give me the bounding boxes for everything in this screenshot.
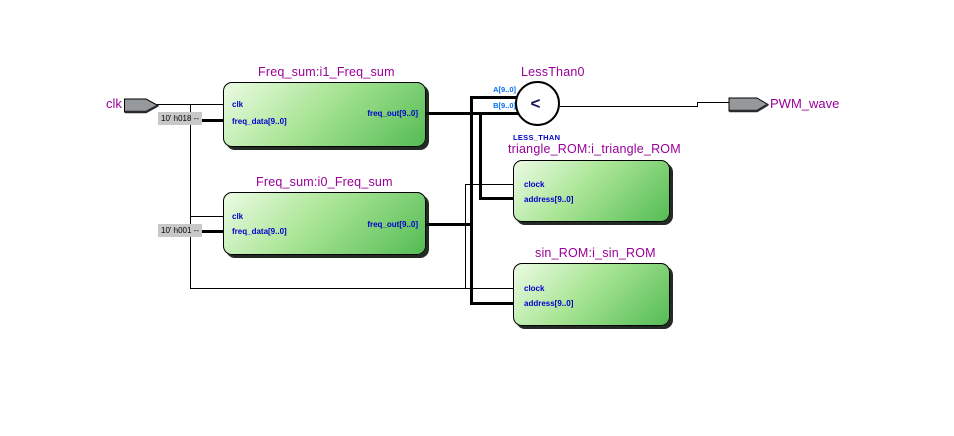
i0-freq-sum-title: Freq_sum:i0_Freq_sum — [256, 175, 393, 189]
less-than-comparator[interactable]: < — [515, 81, 560, 126]
wire-comparator-out-jog[interactable] — [697, 102, 698, 107]
constant-h001[interactable]: 10' h001 -- — [158, 224, 202, 237]
i1-freq-sum-title: Freq_sum:i1_Freq_sum — [258, 65, 395, 79]
clk-pin-label: clk — [106, 96, 122, 111]
wire-clk-vertical[interactable] — [190, 104, 191, 288]
wire-const-h018[interactable] — [202, 119, 224, 122]
wire-to-pwm-pin[interactable] — [697, 102, 730, 103]
i1-freq-sum-block[interactable]: clk freq_data[9..0] freq_out[9..0] — [223, 82, 426, 147]
triangle-rom-title: triangle_ROM:i_triangle_ROM — [508, 142, 681, 156]
wire-clk-to-i0[interactable] — [190, 216, 223, 217]
wire-to-triangle-address[interactable] — [479, 197, 514, 200]
i1-port-clk: clk — [232, 100, 244, 109]
wire-comparator-out[interactable] — [560, 106, 697, 107]
i1-port-freq-data: freq_data[9..0] — [232, 117, 287, 126]
i0-freq-sum-block[interactable]: clk freq_data[9..0] freq_out[9..0] — [223, 192, 426, 255]
triangle-rom-block[interactable]: clock address[9..0] — [513, 160, 670, 222]
wire-clk-branch-vertical[interactable] — [465, 184, 466, 288]
wire-clk-to-triangle-clock[interactable] — [465, 184, 513, 185]
wire-i0-freqout[interactable] — [426, 223, 473, 226]
less-than-icon: < — [530, 94, 541, 113]
sin-port-address: address[9..0] — [524, 299, 574, 308]
sin-rom-title: sin_ROM:i_sin_ROM — [535, 246, 656, 260]
wire-to-sin-address[interactable] — [470, 302, 514, 305]
i0-port-freq-out: freq_out[9..0] — [367, 220, 418, 229]
comparator-port-a: A[9..0] — [493, 85, 516, 94]
i0-port-clk: clk — [232, 212, 244, 221]
i0-port-freq-data: freq_data[9..0] — [232, 227, 287, 236]
constant-h018[interactable]: 10' h018 -- — [158, 112, 202, 125]
output-pin-icon[interactable] — [728, 96, 770, 113]
input-pin-icon[interactable] — [124, 97, 160, 114]
pwm-wave-pin-label: PWM_wave — [770, 96, 840, 111]
triangle-port-clock: clock — [524, 180, 545, 189]
i1-port-freq-out: freq_out[9..0] — [367, 109, 418, 118]
sin-port-clock: clock — [524, 284, 545, 293]
wire-const-h001[interactable] — [202, 230, 224, 233]
comparator-port-b: B[9..0] — [493, 101, 516, 110]
wire-to-a-input[interactable] — [470, 96, 518, 99]
lessthan0-title: LessThan0 — [521, 65, 585, 79]
triangle-port-address: address[9..0] — [524, 195, 574, 204]
wire-clk-to-sin-clock[interactable] — [190, 288, 513, 289]
wire-a-branch-vertical[interactable] — [470, 96, 473, 304]
comparator-type-label: LESS_THAN — [513, 133, 561, 142]
wire-b-branch-vertical[interactable] — [479, 112, 482, 200]
sin-rom-block[interactable]: clock address[9..0] — [513, 263, 670, 326]
